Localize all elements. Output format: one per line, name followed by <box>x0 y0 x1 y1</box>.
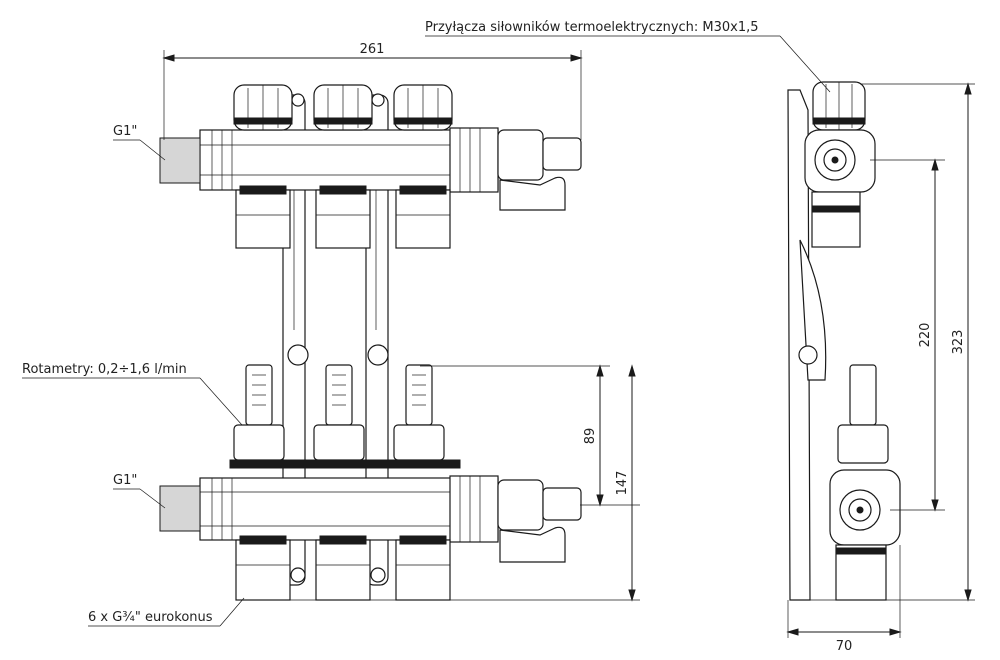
dim-rotameter-height: 89 <box>583 428 598 445</box>
top-outlets <box>235 185 451 249</box>
actuator-connections-label: Przyłącza siłowników termoelektrycznych:… <box>425 20 759 35</box>
dimension-lines <box>162 50 975 638</box>
side-view <box>787 81 901 601</box>
top-valve-heads <box>233 84 453 131</box>
leader-lines <box>22 35 831 627</box>
rotameters-label: Rotametry: 0,2÷1,6 l/min <box>22 362 187 377</box>
dim-lower-height: 147 <box>615 471 630 496</box>
bottom-outlets <box>235 535 451 601</box>
dim-depth: 70 <box>836 639 853 654</box>
bottom-inlet-label: G1" <box>113 473 137 488</box>
dim-overall-height: 323 <box>951 330 966 355</box>
bottom-manifold-bar <box>159 459 582 563</box>
rotameters <box>233 364 445 461</box>
front-view <box>159 84 582 601</box>
dim-axis-distance: 220 <box>918 323 933 348</box>
top-manifold-bar <box>159 127 582 211</box>
top-inlet-label: G1" <box>113 124 137 139</box>
outlets-label: 6 x G¾" eurokonus <box>88 610 213 625</box>
dim-width-total: 261 <box>360 42 385 57</box>
